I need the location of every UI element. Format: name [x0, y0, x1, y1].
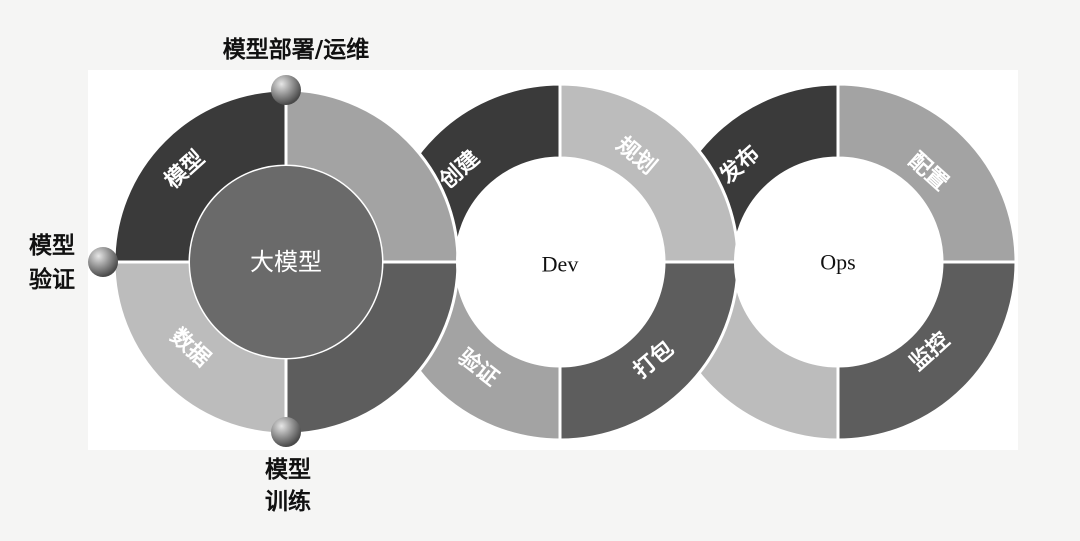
- stage-label-train-line1: 模型: [265, 457, 311, 483]
- hub-label: 大模型: [250, 248, 322, 276]
- stage-label-deploy: 模型部署/运维: [223, 36, 369, 63]
- stage-label-validate-line2: 验证: [29, 266, 75, 293]
- hub-circle: [190, 166, 382, 358]
- stage-marker-validate: [88, 247, 118, 277]
- stage-label-validate-line1: 模型: [29, 233, 75, 259]
- stage-marker-deploy: [271, 75, 301, 105]
- stage-label-train-line2: 训练: [265, 488, 311, 515]
- stage-marker-train: [271, 417, 301, 447]
- dev-inner-circle: [456, 158, 664, 366]
- dev-center-label: Dev: [542, 252, 579, 277]
- ops-inner-circle: [734, 158, 942, 366]
- ops-center-label: Ops: [820, 250, 855, 275]
